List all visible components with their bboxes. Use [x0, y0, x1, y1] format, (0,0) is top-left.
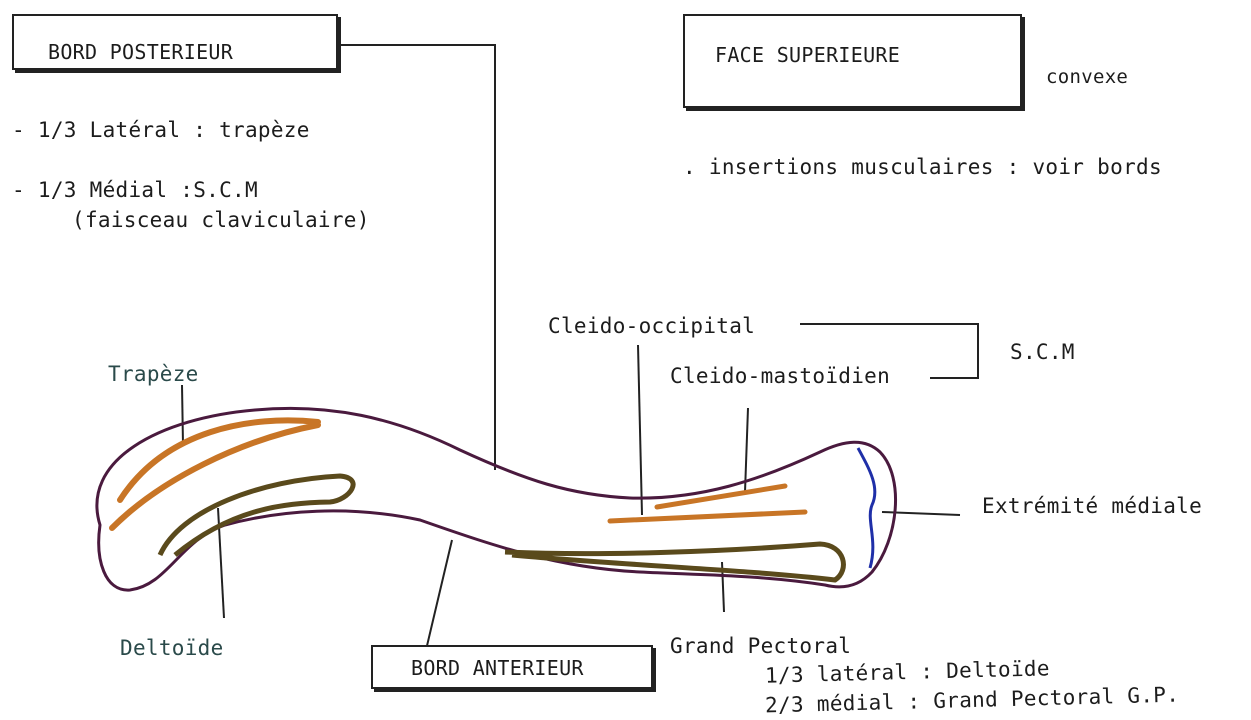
cleido-occipital-leader	[638, 345, 642, 515]
trapeze-leader	[182, 385, 183, 445]
posterior-medial-note: - 1/3 Médial :S.C.M	[12, 178, 258, 202]
extremite-mediale-label: Extrémité médiale	[982, 494, 1202, 518]
cleido-occipital-insertion	[610, 512, 805, 521]
medial-articular-surface	[858, 448, 875, 568]
cleido-mastoidien-label: Cleido-mastoïdien	[670, 364, 890, 388]
trapeze-label: Trapèze	[108, 362, 199, 386]
posterior-border-box: BORD POSTERIEUR	[12, 14, 338, 70]
posterior-lateral-note: - 1/3 Latéral : trapèze	[12, 118, 310, 142]
clavicle-outline	[97, 408, 896, 590]
anterior-leader-line	[426, 540, 452, 650]
posterior-leader-line	[340, 45, 495, 470]
deltoide-insertion	[160, 476, 353, 555]
scm-label: S.C.M	[1010, 340, 1075, 364]
posterior-medial-subnote: (faisceau claviculaire)	[72, 208, 370, 232]
anterior-border-box: BORD ANTERIEUR	[371, 645, 653, 689]
posterior-border-title: BORD POSTERIEUR	[48, 40, 233, 64]
cleido-occipital-label: Cleido-occipital	[548, 314, 755, 338]
grand-pectoral-label: Grand Pectoral	[670, 634, 851, 658]
superior-face-title: FACE SUPERIEURE	[715, 43, 900, 67]
anterior-border-title: BORD ANTERIEUR	[411, 656, 584, 680]
superior-face-box: FACE SUPERIEURE	[683, 14, 1022, 108]
superior-shape-note: convexe	[1046, 66, 1128, 88]
trapeze-insertion	[112, 420, 318, 528]
deltoide-label: Deltoïde	[120, 636, 224, 660]
superior-insertions-note: . insertions musculaires : voir bords	[683, 155, 1162, 179]
